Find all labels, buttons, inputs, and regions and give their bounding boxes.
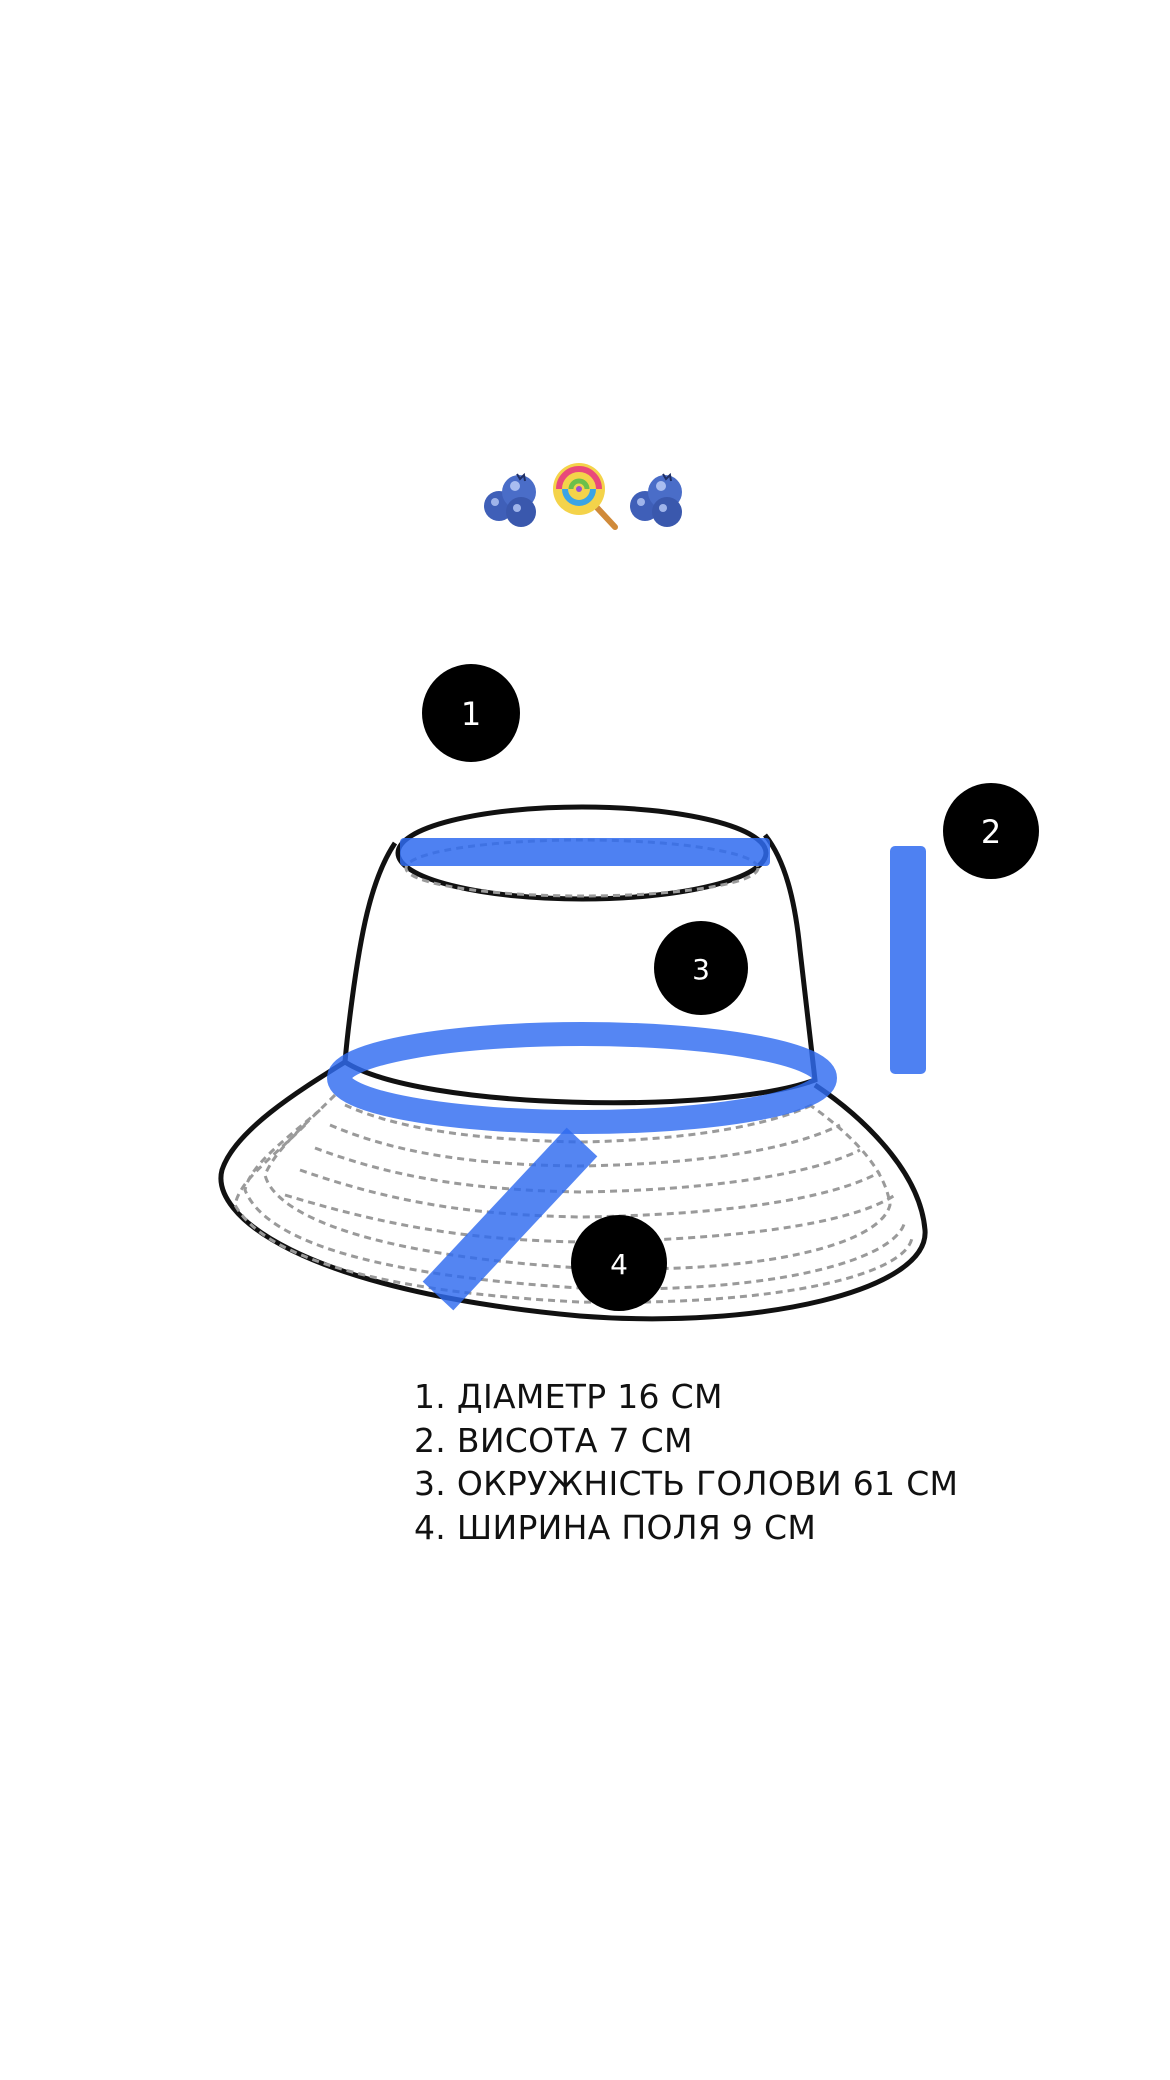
marker-3: 3	[654, 921, 748, 1015]
height-highlight	[890, 846, 926, 1074]
marker-3-label: 3	[692, 953, 710, 986]
legend-item-brim-width: 4. ШИРИНА ПОЛЯ 9 СМ	[414, 1507, 817, 1547]
circumference-highlight	[327, 1022, 837, 1134]
brim-width-highlight	[422, 1127, 598, 1311]
lollipop-icon	[553, 463, 618, 530]
marker-1: 1	[422, 664, 520, 762]
blueberries-icon	[484, 472, 536, 527]
legend-item-diameter: 1. ДІАМЕТР 16 СМ	[414, 1377, 723, 1416]
emoji-decoration	[0, 455, 1170, 535]
hat-brim-outline	[218, 1059, 928, 1322]
marker-1-label: 1	[461, 695, 481, 733]
hat-crown-outline	[342, 833, 818, 1106]
measurements-legend: 1. ДІАМЕТР 16 СМ 2. ВИСОТА 7 СМ 3. ОКРУЖ…	[414, 1375, 1114, 1549]
marker-4: 4	[571, 1215, 667, 1311]
diameter-highlight	[400, 838, 770, 866]
legend-item-height: 2. ВИСОТА 7 СМ	[414, 1420, 693, 1460]
legend-item-circumference: 3. ОКРУЖНІСТЬ ГОЛОВИ 61 СМ	[414, 1464, 959, 1503]
blueberries-icon	[630, 472, 682, 527]
marker-2-label: 2	[981, 813, 1001, 851]
marker-4-label: 4	[610, 1248, 628, 1281]
marker-2: 2	[943, 783, 1039, 879]
